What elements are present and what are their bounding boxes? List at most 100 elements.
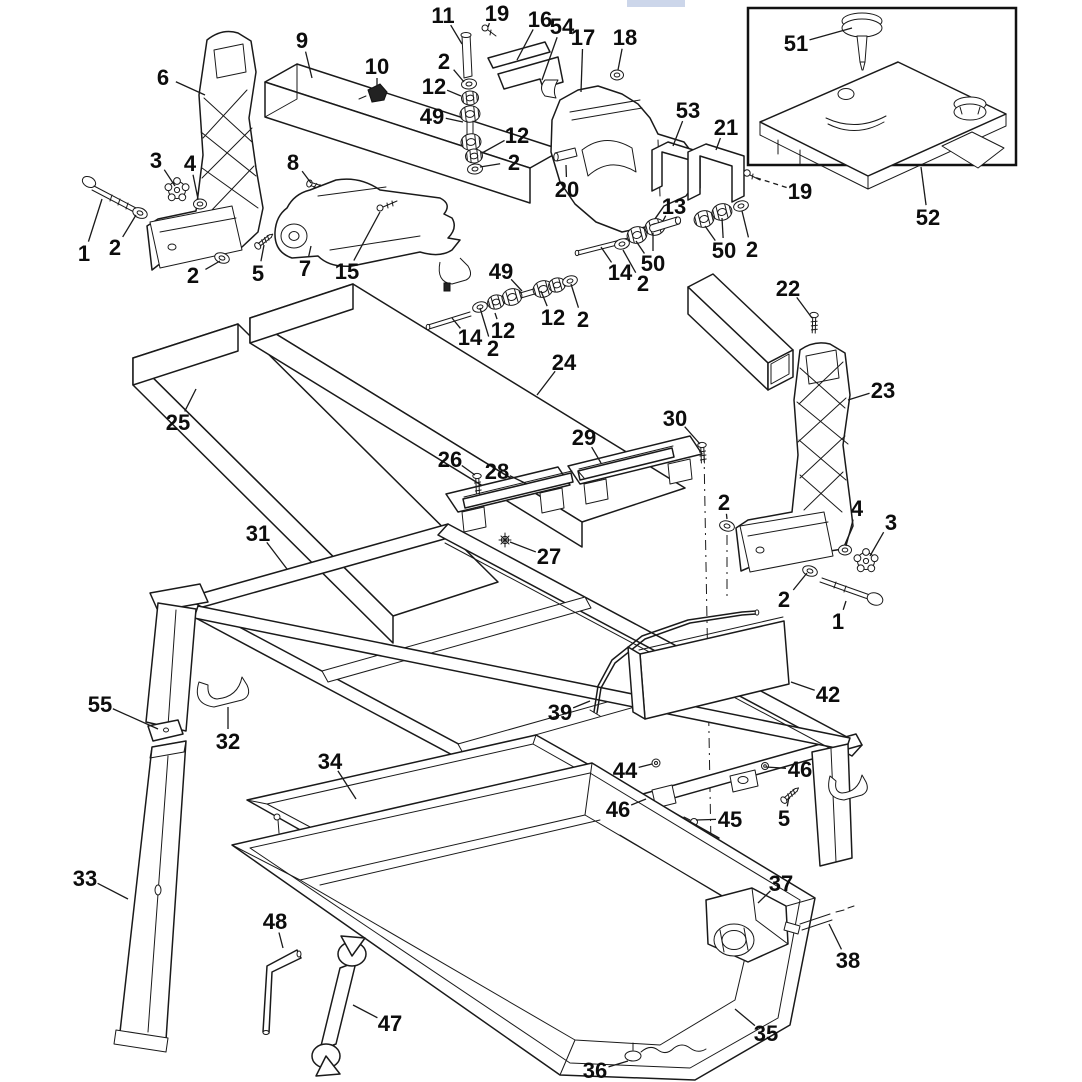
- callout-14: 14: [600, 246, 633, 285]
- part-number: 52: [916, 205, 940, 230]
- part-number: 47: [378, 1011, 402, 1036]
- frame-leg-right: [811, 743, 853, 867]
- part-number: 45: [718, 807, 742, 832]
- callout-18: 18: [613, 25, 637, 71]
- nut-4-right: [838, 544, 852, 556]
- leader-line: [352, 1004, 378, 1019]
- leader-line: [580, 48, 584, 93]
- screw-27: [498, 532, 512, 548]
- callout-5: 5: [778, 796, 790, 831]
- part-number: 12: [491, 318, 515, 343]
- leader-line: [453, 69, 465, 83]
- callout-12: 12: [481, 123, 529, 154]
- leader-line: [704, 225, 716, 241]
- screw-pan: [273, 813, 281, 834]
- callout-44: 44: [613, 758, 653, 783]
- callout-38: 38: [828, 923, 860, 973]
- part-number: 2: [487, 336, 499, 361]
- leader-line: [510, 278, 523, 292]
- leader-line: [809, 27, 853, 41]
- part-number: 39: [548, 700, 572, 725]
- leader-line: [112, 708, 159, 730]
- callout-37: 37: [757, 871, 793, 904]
- part-number: 2: [718, 490, 730, 515]
- callout-4: 4: [184, 151, 199, 200]
- callout-30: 30: [663, 406, 701, 445]
- part-number: 37: [769, 871, 793, 896]
- leader-line: [672, 120, 684, 147]
- part-number: 54: [550, 14, 575, 39]
- callout-52: 52: [916, 166, 940, 230]
- part-number: 49: [489, 259, 513, 284]
- splash-guard-42: [627, 616, 790, 720]
- part-number: 5: [778, 806, 790, 831]
- part-number: 6: [157, 65, 169, 90]
- leader-line: [828, 923, 843, 950]
- leader-line: [509, 541, 537, 553]
- part-number: 1: [78, 241, 90, 266]
- screw-19-right: [743, 169, 761, 181]
- part-number: 18: [613, 25, 637, 50]
- part-number: 4: [184, 151, 197, 176]
- leader-line: [790, 681, 815, 691]
- callout-31: 31: [246, 521, 288, 570]
- part-number: 2: [187, 263, 199, 288]
- leader-line: [662, 215, 667, 222]
- leader-line: [446, 89, 462, 97]
- part-number: 2: [577, 307, 589, 332]
- part-number: 19: [788, 179, 812, 204]
- part-number: 48: [263, 909, 287, 934]
- part-number: 3: [885, 510, 897, 535]
- callout-45: 45: [695, 807, 742, 832]
- part-number: 44: [613, 758, 638, 783]
- callout-16: 16: [516, 7, 552, 61]
- part-number: 4: [851, 496, 864, 521]
- part-number: 34: [318, 749, 343, 774]
- callout-2: 2: [570, 283, 589, 332]
- callout-4: 4: [845, 496, 864, 547]
- nut-4-left: [193, 198, 207, 210]
- callout-32: 32: [216, 707, 240, 754]
- screw-19-top: [481, 24, 497, 37]
- callout-33: 33: [73, 866, 129, 900]
- callout-19: 19: [753, 176, 812, 204]
- callout-46: 46: [765, 757, 812, 782]
- callout-50: 50: [704, 217, 736, 263]
- box-tube-rail: [687, 273, 794, 391]
- part-number: 2: [778, 587, 790, 612]
- leader-line: [845, 519, 854, 547]
- part-number: 22: [776, 276, 800, 301]
- part-number: 17: [571, 25, 595, 50]
- part-number: 31: [246, 521, 270, 546]
- part-number: 27: [537, 544, 561, 569]
- callout-26: 26: [438, 447, 476, 476]
- callout-1: 1: [832, 600, 847, 634]
- rod-14-mid: [425, 311, 472, 331]
- leader-line: [353, 211, 381, 261]
- part-number: 19: [485, 1, 509, 26]
- callout-2: 2: [479, 307, 499, 361]
- callout-2: 2: [622, 249, 649, 296]
- part-number: 8: [287, 150, 299, 175]
- leader-line: [757, 890, 771, 904]
- part-number: 46: [606, 797, 630, 822]
- plate-52: [759, 61, 1007, 190]
- leader-line: [481, 139, 505, 154]
- lattice-pattern-right: [796, 361, 849, 513]
- leader-line: [869, 531, 885, 557]
- rubber-strip-29: [577, 445, 675, 481]
- leader-line: [920, 166, 927, 206]
- callout-39: 39: [548, 700, 591, 725]
- part-number: 26: [438, 447, 462, 472]
- leader-line: [516, 29, 534, 61]
- leader-line: [175, 81, 206, 96]
- stand-bracket-right: [735, 342, 854, 573]
- leader-line: [572, 700, 591, 709]
- callout-51: 51: [784, 27, 853, 56]
- lattice-pattern: [200, 89, 259, 213]
- part-number: 55: [88, 692, 112, 717]
- leader-line: [540, 290, 548, 307]
- part-number: 32: [216, 729, 240, 754]
